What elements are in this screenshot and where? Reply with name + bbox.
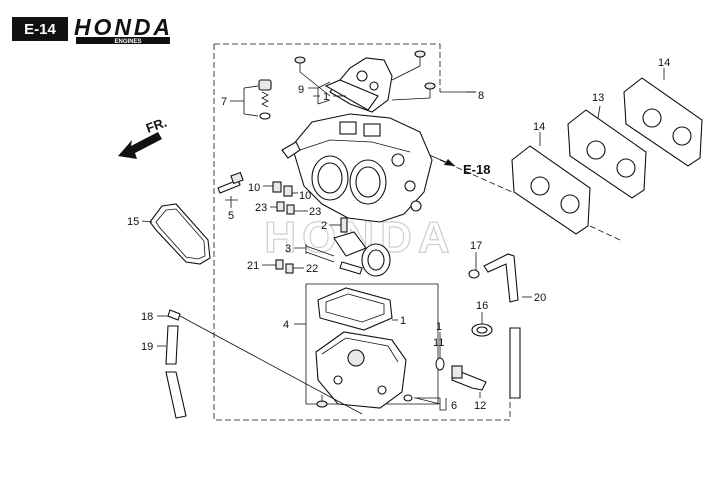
callout-5: 5 <box>228 210 234 222</box>
gasket-15 <box>149 203 211 265</box>
callout-18: 18 <box>141 311 153 323</box>
callout-23-a: 23 <box>255 202 267 214</box>
callout-23-b: 23 <box>309 206 321 218</box>
jet-23-a <box>276 201 285 212</box>
screw-5 <box>217 171 244 194</box>
page-code-badge <box>12 17 68 41</box>
callout-20: 20 <box>534 292 546 304</box>
fuel-solenoid-12 <box>451 365 487 391</box>
callout-9: 9 <box>298 84 304 96</box>
drain-screw <box>316 395 328 408</box>
clamp-16 <box>471 323 493 337</box>
callout-10-a: 10 <box>248 182 260 194</box>
fuel-hose-20 <box>483 253 521 399</box>
brand-sub: ENGINES <box>114 39 141 45</box>
callout-3: 3 <box>285 243 291 255</box>
callout-1-gasket: 1 <box>400 315 406 327</box>
float-chamber-frame <box>305 283 439 405</box>
callout-15: 15 <box>127 216 139 228</box>
clip-17 <box>468 269 480 279</box>
jet-10-b <box>283 185 293 197</box>
washer-11 <box>435 357 445 371</box>
page-code: E-14 <box>24 21 56 38</box>
callout-6: 6 <box>451 400 457 412</box>
jet-10-a <box>272 181 282 193</box>
watermark: HONDA <box>264 213 455 262</box>
callout-21: 21 <box>247 260 259 272</box>
carburetor-body <box>281 113 433 223</box>
callout-16: 16 <box>476 300 488 312</box>
insulator-14-right <box>623 77 703 167</box>
jet-23-b <box>286 204 295 215</box>
float-3 <box>305 231 391 277</box>
callout-4: 4 <box>283 319 289 331</box>
callout-2: 2 <box>321 220 327 232</box>
callouts: 7 9 1 8 14 13 14 10 10 5 23 23 15 2 3 17… <box>127 57 670 412</box>
callout-1-solenoid: 1 <box>436 321 442 333</box>
callout-13: 13 <box>592 92 604 104</box>
callout-12: 12 <box>474 400 486 412</box>
insulator-13 <box>567 109 647 199</box>
front-direction-arrow: FR. <box>118 115 169 159</box>
part-21 <box>275 259 284 270</box>
part-22 <box>285 263 294 274</box>
reference-e18: E-18 <box>463 162 490 177</box>
leader-lines <box>141 68 665 411</box>
front-label: FR. <box>144 115 169 136</box>
float-chamber-gasket <box>317 287 393 331</box>
screw-top-left <box>294 56 306 72</box>
callout-1-top: 1 <box>323 91 329 103</box>
float-chamber <box>315 331 407 409</box>
callout-8: 8 <box>478 90 484 102</box>
honda-logo: HONDA ENGINES <box>74 14 170 45</box>
cover-gasket <box>324 79 379 111</box>
callout-17: 17 <box>470 240 482 252</box>
pilot-screw <box>258 79 272 120</box>
callout-14-left: 14 <box>533 121 545 133</box>
callout-22: 22 <box>306 263 318 275</box>
callout-11: 11 <box>433 337 444 349</box>
brand-name: HONDA <box>74 14 170 40</box>
callout-7: 7 <box>221 96 227 108</box>
callout-19: 19 <box>141 341 153 353</box>
callout-14-right: 14 <box>658 57 670 69</box>
hose-19 <box>165 325 187 419</box>
brand-sub-bar <box>76 37 170 44</box>
screw-top-far <box>424 82 436 98</box>
needle-2 <box>340 217 348 233</box>
drain-screw-6 <box>403 394 441 405</box>
callout-10-b: 10 <box>299 190 311 202</box>
screw-top-right <box>414 50 426 66</box>
clip-18 <box>167 309 181 321</box>
insulator-14-left <box>511 145 591 235</box>
